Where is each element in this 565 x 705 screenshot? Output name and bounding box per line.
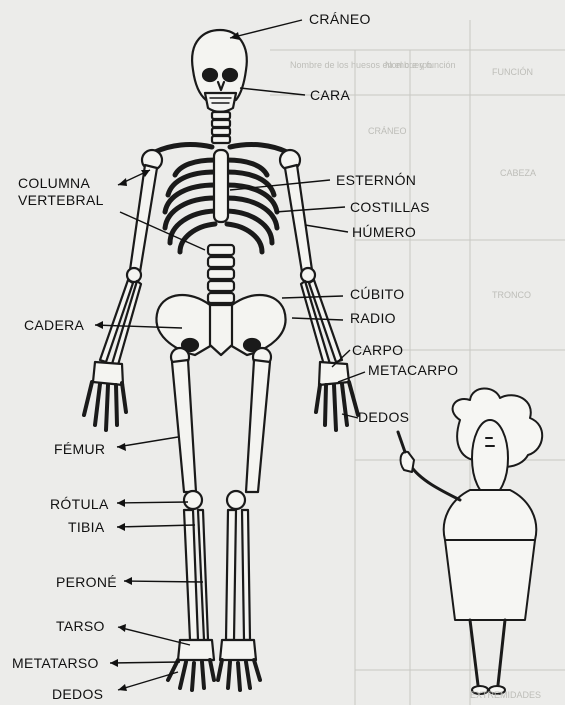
leader-rotula — [117, 502, 188, 503]
label-cadera: CADERA — [24, 317, 84, 333]
leader-tibia — [117, 525, 195, 527]
leg-right — [168, 348, 214, 690]
leader-humero — [305, 225, 348, 232]
sternum — [214, 150, 228, 222]
label-cara: CARA — [310, 87, 350, 103]
label-dedos-mano: DEDOS — [358, 409, 409, 425]
bg-row-tronco: TRONCO — [492, 290, 531, 300]
label-perone: PERONÉ — [56, 574, 117, 590]
leader-craneo — [230, 20, 302, 38]
label-carpo: CARPO — [352, 342, 403, 358]
label-femur: FÉMUR — [54, 441, 105, 457]
label-tibia: TIBIA — [68, 519, 105, 535]
clavicle-left — [230, 145, 287, 152]
bg-row-craneo: CRÁNEO — [368, 126, 407, 136]
bg-row-extremidades: EXTREMIDADES — [470, 690, 541, 700]
label-metacarpo: METACARPO — [368, 362, 458, 378]
label-radio: RADIO — [350, 310, 396, 326]
bg-row-cabeza: CABEZA — [500, 168, 536, 178]
leader-costillas — [275, 207, 345, 212]
neck — [212, 112, 230, 143]
leader-cara — [240, 88, 305, 95]
label-costillas: COSTILLAS — [350, 199, 430, 215]
label-columna-line1: COLUMNA — [18, 175, 90, 191]
pelvis — [156, 295, 285, 355]
bg-header-funcion: FUNCIÓN — [492, 67, 533, 77]
label-esternon: ESTERNÓN — [336, 172, 416, 188]
clavicle-right — [155, 145, 212, 152]
leader-metatarso — [110, 662, 180, 663]
label-columna-line2: VERTEBRAL — [18, 192, 104, 208]
leader-radio — [292, 318, 343, 320]
leader-cubito — [282, 296, 343, 298]
leader-femur — [117, 437, 178, 447]
skull — [192, 30, 247, 112]
bg-header-nombre-funcion: Nombre y función — [385, 60, 456, 70]
leader-perone — [124, 581, 203, 582]
label-humero: HÚMERO — [352, 224, 416, 240]
skeleton — [84, 30, 358, 690]
label-cubito: CÚBITO — [350, 286, 404, 302]
leader-tarso — [118, 627, 190, 645]
label-dedos-pie: DEDOS — [52, 686, 103, 702]
label-craneo: CRÁNEO — [309, 11, 371, 27]
lumbar-spine — [208, 245, 234, 303]
label-metatarso: METATARSO — [12, 655, 99, 671]
label-tarso: TARSO — [56, 618, 105, 634]
label-rotula: RÓTULA — [50, 496, 109, 512]
leg-left — [218, 348, 271, 690]
arm-left — [280, 150, 358, 430]
